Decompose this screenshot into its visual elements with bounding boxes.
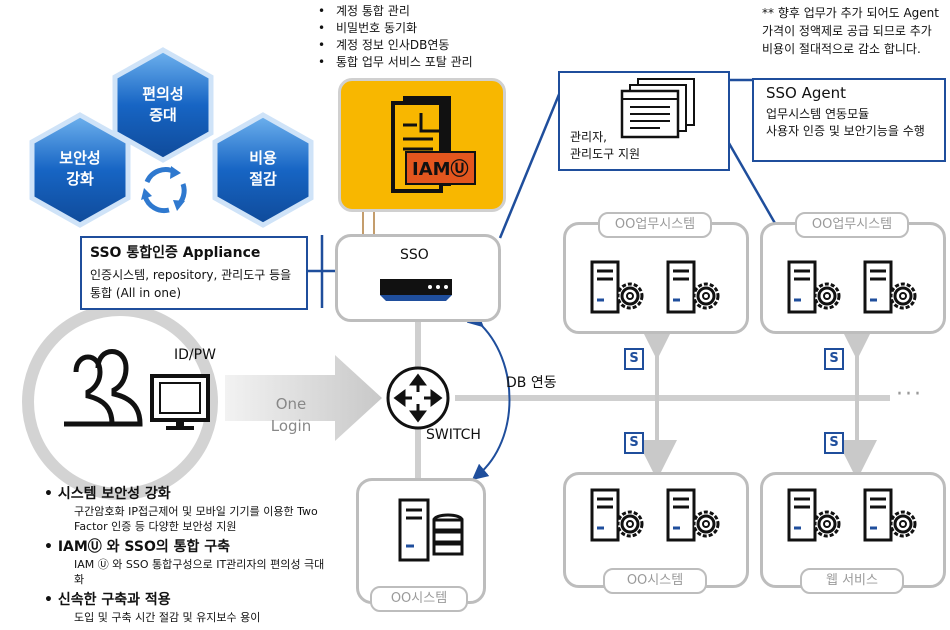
hex-label-cost: 비용 절감 [249, 149, 277, 188]
benefit-desc: IAM Ⓤ 와 SSO 통합구성으로 IT관리자의 편의성 극대화 [74, 558, 325, 586]
ellipsis-label: ··· [896, 382, 923, 407]
admin-tool-box: 관리자, 관리도구 지원 [558, 71, 730, 171]
server-gear-icon [666, 488, 720, 542]
sso-agent-desc: 업무시스템 연동모듈 사용자 인증 및 보안기능을 수행 [766, 107, 925, 138]
monitor-icon [150, 374, 210, 430]
iam-box: IAMⓊ [338, 78, 506, 212]
s-badge-icon: S [824, 348, 844, 370]
system-label-center-bottom: OO시스템 [370, 586, 468, 612]
server-gear-icon [590, 260, 644, 314]
server-gear-icon [787, 260, 841, 314]
users-icon [64, 349, 143, 427]
server-gear-icon [863, 260, 917, 314]
sso-agent-box: SSO Agent 업무시스템 연동모듈 사용자 인증 및 보안기능을 수행 [752, 78, 946, 162]
benefit-list: • 시스템 보안성 강화 구간암호화 IP접근제어 및 모바일 기기를 이용한 … [44, 485, 334, 625]
db-link-label: DB 연동 [506, 375, 557, 391]
benefit-title: • 신속한 구축과 적용 [44, 592, 171, 608]
appliance-icon [380, 279, 452, 301]
benefit-desc: 구간암호화 IP접근제어 및 모바일 기기를 이용한 Two Factor 인증… [74, 505, 318, 533]
idpw-label: ID/PW [174, 347, 216, 363]
switch-icon [386, 366, 450, 430]
iam-feature-list: 계정 통합 관리 비밀번호 동기화 계정 정보 인사DB연동 통합 업무 서비스… [318, 3, 473, 71]
future-note: ** 향후 업무가 추가 되어도 Agent가격이 정액제로 공급 되므로 추가… [762, 6, 939, 56]
system-label-bottom-left: OO시스템 [603, 568, 707, 594]
db-link-curve [466, 310, 511, 481]
s-badge-icon: S [824, 432, 844, 454]
sso-appliance-box: SSO 통합인증 Appliance 인증시스템, repository, 관리… [80, 236, 308, 310]
admin-tool-label: 관리자, 관리도구 지원 [570, 130, 641, 161]
benefit-title: • 시스템 보안성 강화 [44, 486, 171, 502]
sso-appliance-title: SSO 통합인증 Appliance [90, 245, 261, 261]
switch-label: SWITCH [426, 427, 481, 443]
hex-cost [212, 112, 314, 228]
iam-feature-item: 계정 통합 관리 [318, 3, 473, 20]
sso-appliance-desc: 인증시스템, repository, 관리도구 등을 통합 (All in on… [90, 268, 292, 300]
hex-label-security: 보안성 강화 [59, 149, 101, 188]
one-login-label: One Login [270, 395, 312, 435]
system-label-top-left: OO업무시스템 [598, 212, 712, 238]
benefit-title: • IAMⓊ 와 SSO의 통합 구축 [44, 539, 231, 555]
benefit-desc: 도입 및 구축 시간 절감 및 유지보수 용이 [74, 611, 261, 624]
system-label-top-right: OO업무시스템 [795, 212, 909, 238]
database-server-icon [398, 498, 464, 562]
window-icon [620, 78, 695, 139]
iam-label: IAMⓊ [405, 151, 476, 185]
s-badge-icon: S [624, 348, 644, 370]
one-login-arrow [225, 355, 382, 441]
s-badge-icon: S [624, 432, 644, 454]
cycle-icon [141, 166, 187, 214]
sso-agent-title: SSO Agent [766, 84, 847, 102]
user-group-circle [22, 304, 218, 500]
server-gear-icon [787, 488, 841, 542]
iam-feature-item: 비밀번호 동기화 [318, 20, 473, 37]
connector-admin [498, 91, 562, 239]
server-gear-icon [666, 260, 720, 314]
server-gear-icon [863, 488, 917, 542]
iam-feature-item: 계정 정보 인사DB연동 [318, 37, 473, 54]
sso-server-box: SSO [335, 234, 501, 322]
hex-label-convenience: 편의성 증대 [142, 85, 184, 124]
sso-label: SSO [400, 247, 429, 263]
hex-convenience [112, 47, 214, 163]
server-gear-icon [590, 488, 644, 542]
iam-feature-item: 통합 업무 서비스 포탈 관리 [318, 54, 473, 71]
system-label-bottom-right: 웹 서비스 [800, 568, 904, 594]
